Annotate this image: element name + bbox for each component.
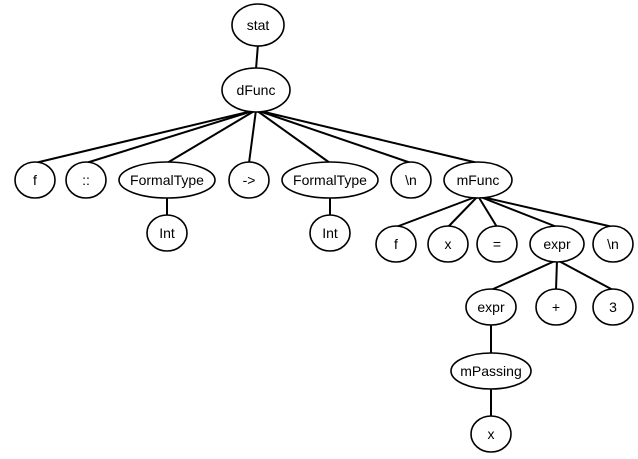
node-label: FormalType [293,172,367,188]
node-ellipse [529,225,585,263]
node-ellipse [450,352,532,390]
edge-d-func-to-formal-type2 [255,109,331,164]
edge-m-func-to-equals [477,195,498,228]
edge-stat-to-d-func [255,43,259,70]
edge-expr1-to-expr2 [490,259,558,291]
node-arrow: -> [228,161,270,199]
node-m-func: mFunc [443,161,513,199]
edge-m-func-to-f2 [395,195,479,228]
node-label: stat [247,17,270,33]
node-formal-type2: FormalType [281,161,379,199]
node-label: dFunc [237,82,276,98]
node-ellipse [14,161,56,199]
edge-expr1-to-plus [555,259,558,291]
node-label: expr [477,299,505,315]
node-label: expr [543,236,571,252]
node-label: x [445,236,452,252]
node-ellipse [443,161,513,199]
node-label: = [493,236,501,252]
tree-edges [34,43,614,417]
node-ellipse [592,225,634,263]
edge-m-func-to-x1 [447,195,479,228]
node-label: Int [159,225,175,241]
node-label: :: [82,172,90,188]
node-int1: Int [146,214,188,252]
edge-expr1-to-three [556,259,614,291]
node-x1: x [427,225,469,263]
node-label: \n [405,172,417,188]
node-ellipse [309,214,351,252]
node-ellipse [228,161,270,199]
node-ellipse [476,225,518,263]
node-m-passing: mPassing [450,352,532,390]
node-label: mPassing [460,363,521,379]
node-ellipse [118,161,216,199]
node-ellipse [427,225,469,263]
edge-d-func-to-formal-type1 [166,109,257,164]
node-label: f [33,172,37,188]
node-ellipse [146,214,188,252]
edge-d-func-to-newline1 [255,109,412,164]
node-x2: x [470,415,512,453]
node-equals: = [476,225,518,263]
node-ellipse [281,161,379,199]
node-colons: :: [65,161,107,199]
node-ellipse [535,288,577,326]
node-ellipse [65,161,107,199]
node-ellipse [221,67,291,113]
edge-d-func-to-arrow [248,109,257,164]
node-label: f [394,236,398,252]
node-int2: Int [309,214,351,252]
node-ellipse [390,161,432,199]
node-label: \n [607,236,619,252]
node-label: mFunc [457,172,500,188]
node-ellipse [592,288,634,326]
node-label: -> [243,172,256,188]
edge-m-func-to-newline2 [477,195,614,228]
node-ellipse [231,3,285,47]
edge-d-func-to-f1 [34,109,257,164]
node-label: Int [322,225,338,241]
node-formal-type1: FormalType [118,161,216,199]
node-three: 3 [592,288,634,326]
node-newline1: \n [390,161,432,199]
node-plus: + [535,288,577,326]
node-d-func: dFunc [221,67,291,113]
node-newline2: \n [592,225,634,263]
node-f2: f [375,225,417,263]
edge-d-func-to-m-func [255,109,479,164]
node-label: x [488,426,495,442]
node-stat: stat [231,3,285,47]
node-ellipse [470,415,512,453]
edge-d-func-to-colons [85,109,257,164]
node-label: + [552,299,560,315]
node-expr2: expr [465,288,517,326]
node-ellipse [375,225,417,263]
node-expr1: expr [529,225,585,263]
node-f1: f [14,161,56,199]
node-label: FormalType [130,172,204,188]
node-ellipse [465,288,517,326]
node-label: 3 [609,299,617,315]
edge-m-func-to-expr1 [477,195,558,228]
